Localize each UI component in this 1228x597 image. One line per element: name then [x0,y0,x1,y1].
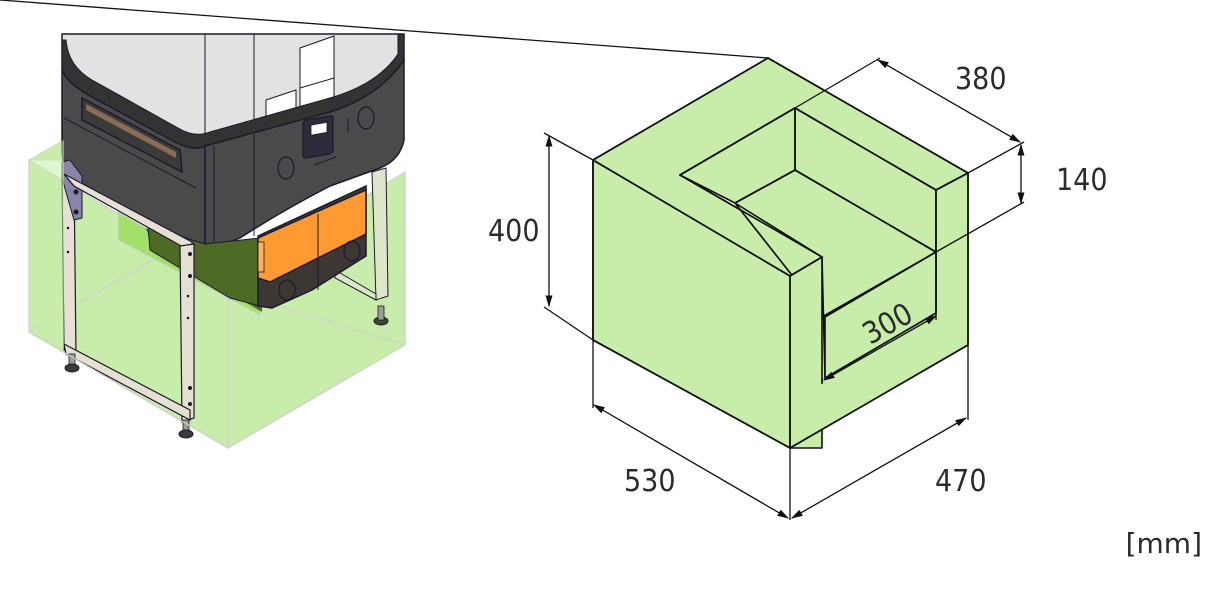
block-edges [592,57,969,449]
display-screen [310,121,328,136]
round-button [277,156,295,180]
dim-label-400: 400 [488,214,540,249]
clearance-inner-edge [259,299,406,346]
dim-label-140: 140 [1056,163,1108,198]
machine-illustration [27,33,406,450]
stand-beam [63,342,191,421]
lower-module [147,184,367,309]
dim-line-300 [822,315,938,381]
round-button [357,106,375,130]
dim-line-530 [592,404,790,519]
units-label: [mm] [1125,527,1202,560]
leveling-foot [178,429,194,439]
dim-line-470 [790,417,968,519]
machine-housing [61,33,405,246]
dim-label-380: 380 [955,62,1007,97]
dimension-lines [545,59,1025,519]
stand-leg [179,243,195,423]
dim-label-530: 530 [624,464,676,499]
leveling-foot [64,363,80,373]
dim-line-380 [876,59,1022,143]
clearance-volume-front [29,140,64,350]
dim-label-470: 470 [935,464,987,499]
stand-frame-rear [334,167,389,326]
